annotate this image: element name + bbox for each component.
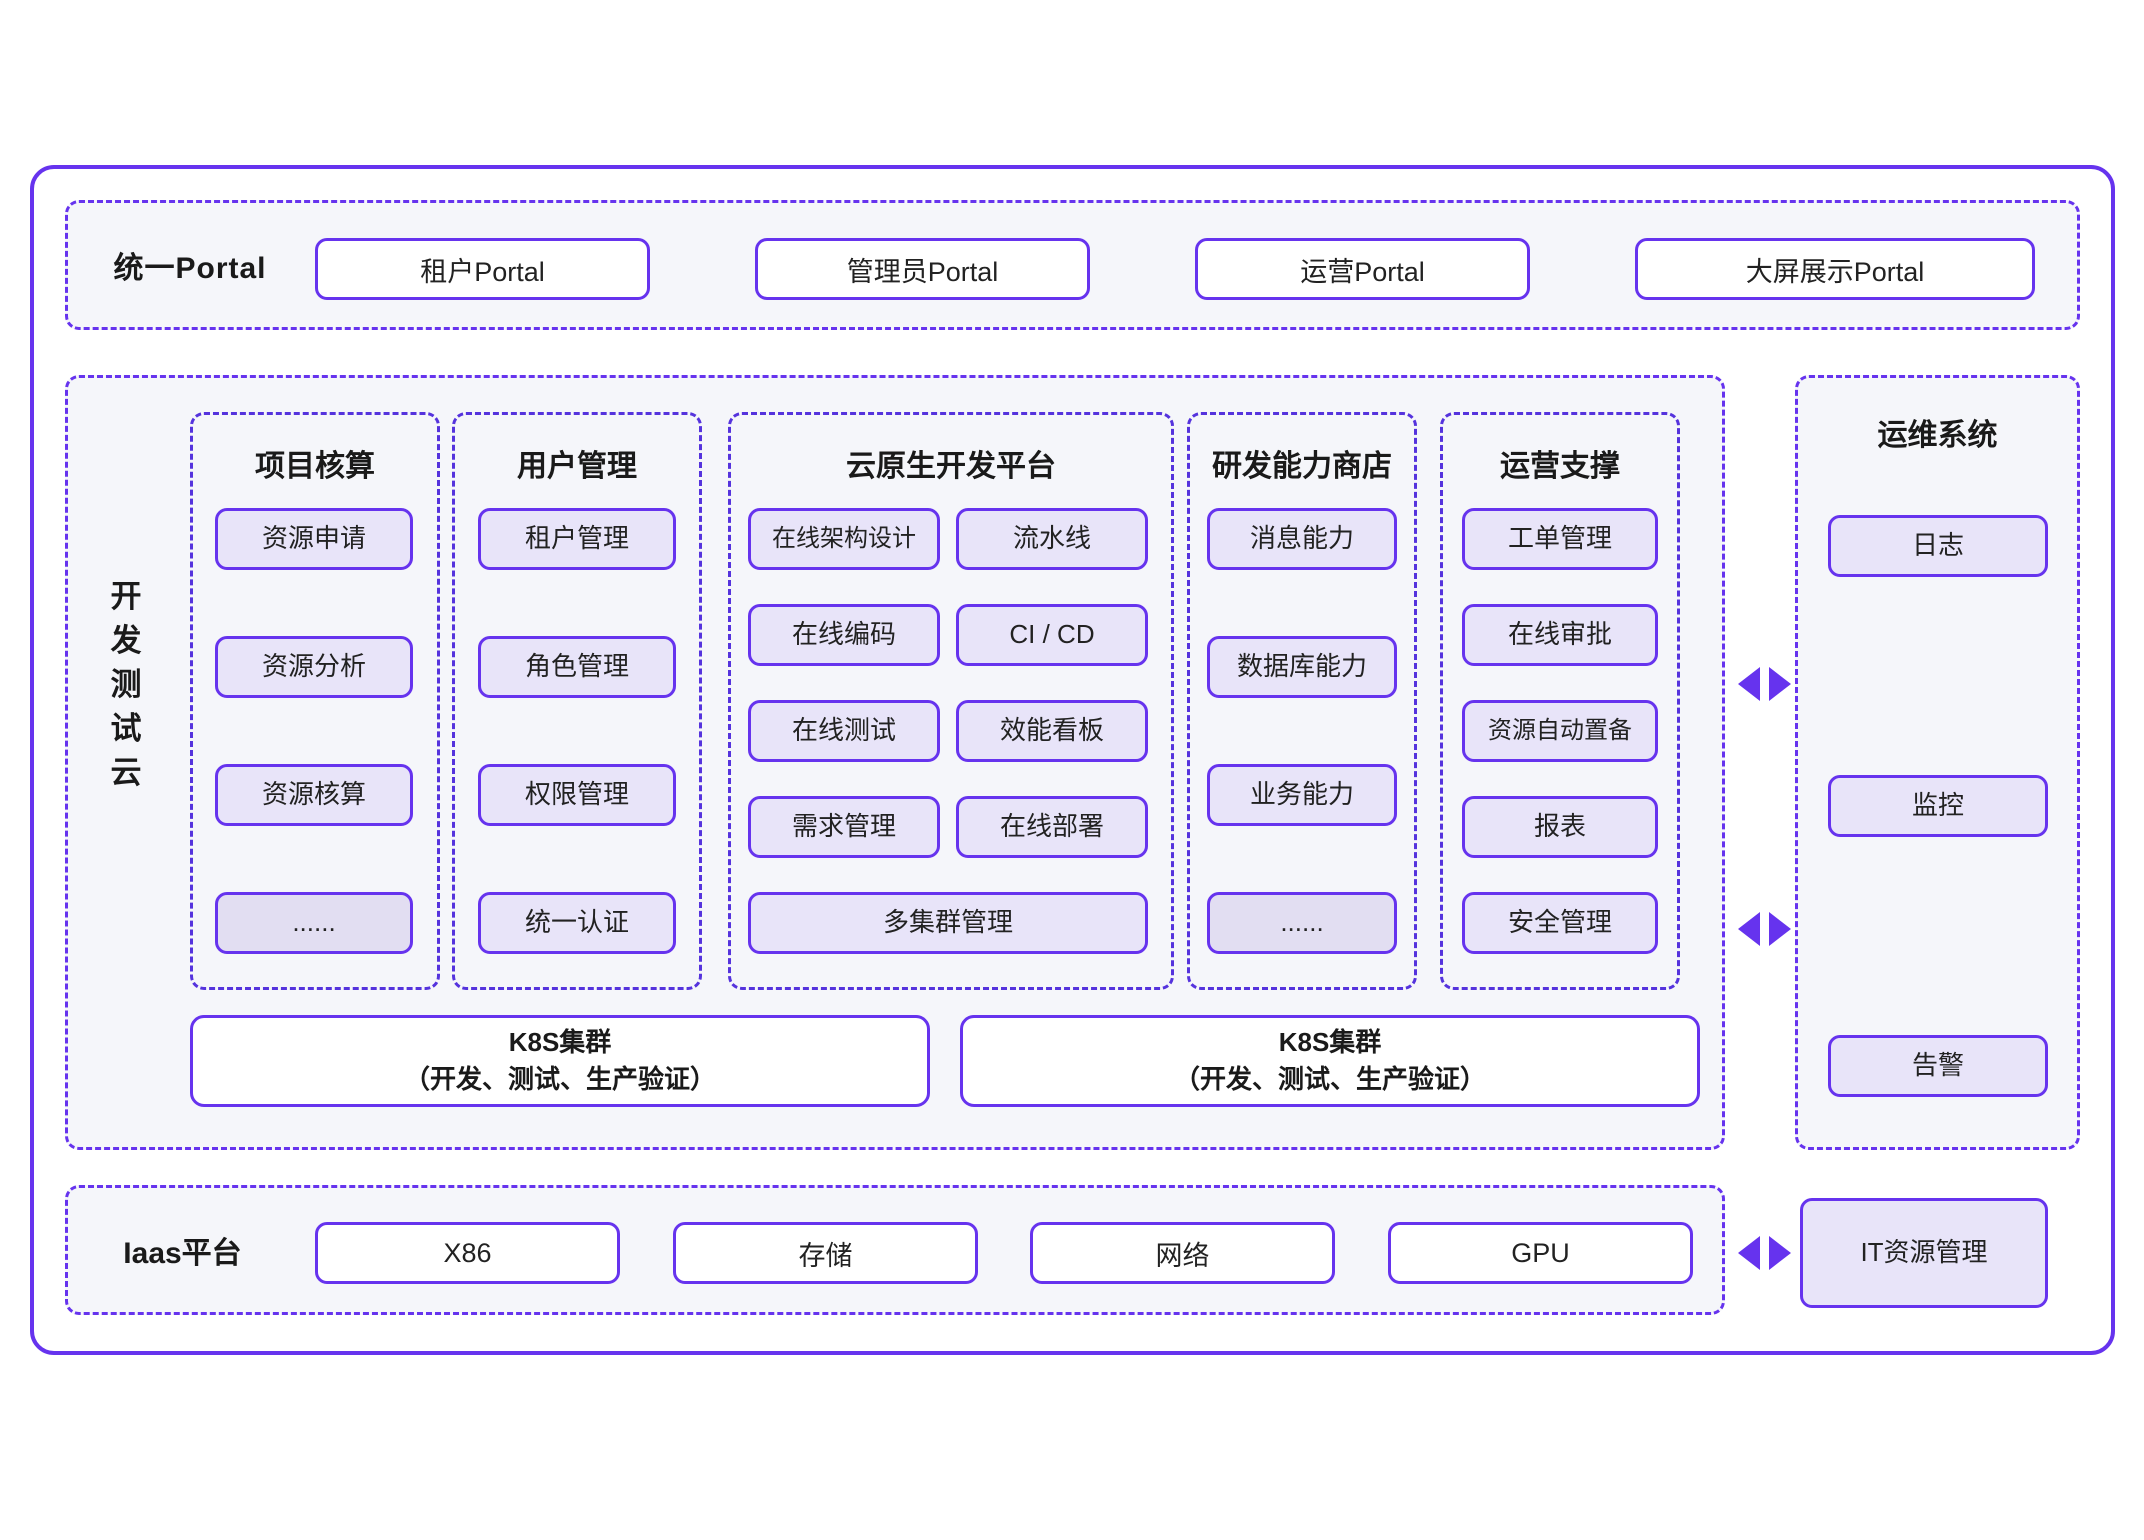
chip-capability-store-more[interactable]: ...... (1207, 892, 1397, 954)
ops-link-bottom-arrow (1738, 912, 1791, 946)
iaas-link-arrow (1738, 1236, 1791, 1270)
group-operations-support: 运营支撑 (1440, 412, 1680, 990)
group-project-accounting: 项目核算 (190, 412, 440, 990)
iaas-panel-label: Iaas平台 (123, 1237, 242, 1270)
portal-panel-label: 统一Portal (113, 252, 267, 285)
chip-unified-auth[interactable]: 统一认证 (478, 892, 676, 954)
chip-message-capability[interactable]: 消息能力 (1207, 508, 1397, 570)
chip-project-accounting-more[interactable]: ...... (215, 892, 413, 954)
group-capability-store: 研发能力商店 (1187, 412, 1417, 990)
dev-test-cloud-label: 开发测试云 (110, 579, 144, 791)
chip-requirement-management[interactable]: 需求管理 (748, 796, 940, 858)
k8s-cluster-box-2[interactable]: K8S集群 （开发、测试、生产验证） (960, 1015, 1700, 1107)
chip-reports[interactable]: 报表 (1462, 796, 1658, 858)
ops-system-title: 运维系统 (1877, 419, 1998, 452)
group-title-user-management: 用户管理 (517, 450, 637, 483)
ops-system-panel (1795, 375, 2080, 1150)
chip-logs[interactable]: 日志 (1828, 515, 2048, 577)
iaas-item-storage[interactable]: 存储 (673, 1222, 978, 1284)
group-title-capability-store: 研发能力商店 (1212, 450, 1392, 483)
group-title-operations-support: 运营支撑 (1500, 450, 1620, 483)
chip-online-coding[interactable]: 在线编码 (748, 604, 940, 666)
ops-link-top-arrow (1738, 667, 1791, 701)
chip-resource-request[interactable]: 资源申请 (215, 508, 413, 570)
group-cloud-native-platform: 云原生开发平台 (728, 412, 1174, 990)
portal-item-admin[interactable]: 管理员Portal (755, 238, 1090, 300)
chip-online-testing[interactable]: 在线测试 (748, 700, 940, 762)
k8s-cluster-2-line1: K8S集群 (1278, 1027, 1382, 1058)
iaas-item-x86[interactable]: X86 (315, 1222, 620, 1284)
arrow-right-icon (1769, 1236, 1791, 1270)
chip-alerting[interactable]: 告警 (1828, 1035, 2048, 1097)
chip-resource-analysis[interactable]: 资源分析 (215, 636, 413, 698)
chip-auto-provisioning[interactable]: 资源自动置备 (1462, 700, 1658, 762)
portal-item-bigscreen[interactable]: 大屏展示Portal (1635, 238, 2035, 300)
iaas-item-gpu[interactable]: GPU (1388, 1222, 1693, 1284)
k8s-cluster-2-line2: （开发、测试、生产验证） (1173, 1064, 1486, 1094)
chip-resource-accounting[interactable]: 资源核算 (215, 764, 413, 826)
chip-business-capability[interactable]: 业务能力 (1207, 764, 1397, 826)
arrow-right-icon (1769, 667, 1791, 701)
chip-multi-cluster-management[interactable]: 多集群管理 (748, 892, 1148, 954)
chip-role-management[interactable]: 角色管理 (478, 636, 676, 698)
chip-permission-management[interactable]: 权限管理 (478, 764, 676, 826)
arrow-left-icon (1738, 1236, 1760, 1270)
group-title-cloud-native-platform: 云原生开发平台 (846, 450, 1056, 483)
chip-online-approval[interactable]: 在线审批 (1462, 604, 1658, 666)
chip-tenant-management[interactable]: 租户管理 (478, 508, 676, 570)
iaas-item-network[interactable]: 网络 (1030, 1222, 1335, 1284)
portal-item-tenant[interactable]: 租户Portal (315, 238, 650, 300)
group-user-management: 用户管理 (452, 412, 702, 990)
k8s-cluster-box-1[interactable]: K8S集群 （开发、测试、生产验证） (190, 1015, 930, 1107)
chip-efficiency-dashboard[interactable]: 效能看板 (956, 700, 1148, 762)
chip-online-architecture-design[interactable]: 在线架构设计 (748, 508, 940, 570)
chip-online-deployment[interactable]: 在线部署 (956, 796, 1148, 858)
chip-ci-cd[interactable]: CI / CD (956, 604, 1148, 666)
chip-pipeline[interactable]: 流水线 (956, 508, 1148, 570)
chip-ticket-management[interactable]: 工单管理 (1462, 508, 1658, 570)
chip-it-resource-management[interactable]: IT资源管理 (1800, 1198, 2048, 1308)
arrow-left-icon (1738, 912, 1760, 946)
chip-monitoring[interactable]: 监控 (1828, 775, 2048, 837)
group-title-project-accounting: 项目核算 (255, 450, 375, 483)
chip-database-capability[interactable]: 数据库能力 (1207, 636, 1397, 698)
k8s-cluster-1-line1: K8S集群 (508, 1027, 612, 1058)
arrow-left-icon (1738, 667, 1760, 701)
k8s-cluster-1-line2: （开发、测试、生产验证） (403, 1064, 716, 1094)
arrow-right-icon (1769, 912, 1791, 946)
chip-security-management[interactable]: 安全管理 (1462, 892, 1658, 954)
portal-item-operations[interactable]: 运营Portal (1195, 238, 1530, 300)
